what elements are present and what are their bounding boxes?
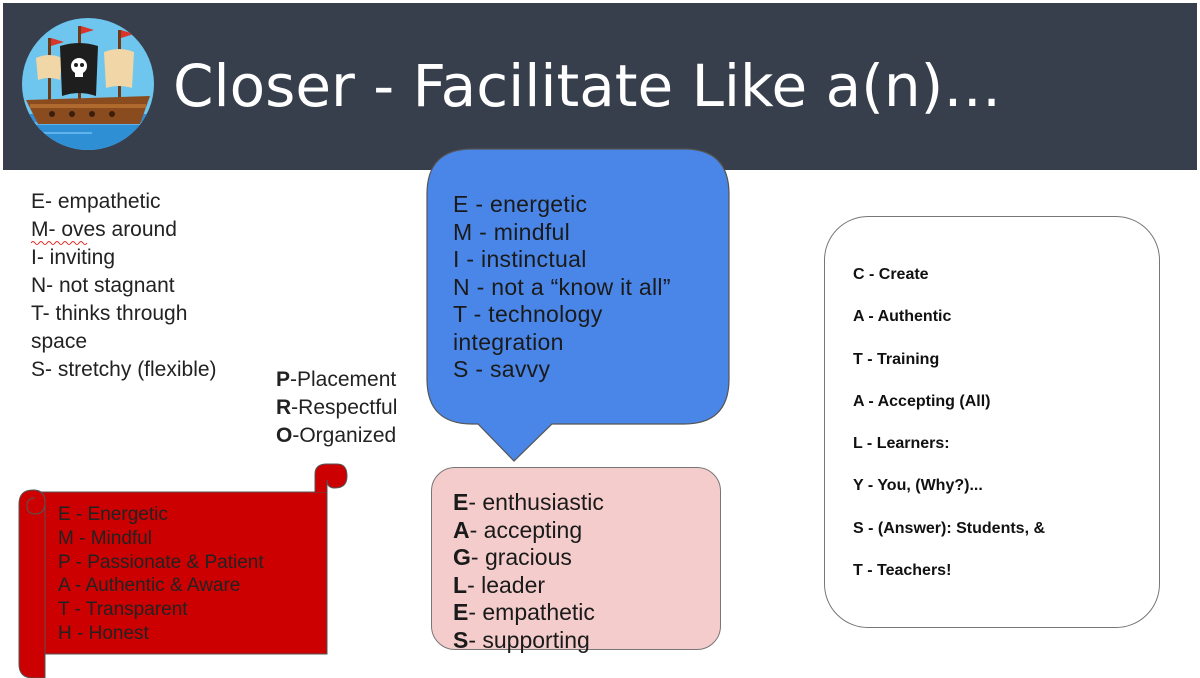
list-item: A - Authentic & Aware: [58, 575, 241, 597]
list-item: E - Energetic: [58, 504, 168, 525]
list-item: T - Transparent: [58, 599, 188, 621]
slide-title: Closer - Facilitate Like a(n)…: [173, 52, 1002, 120]
eagles-box: [431, 467, 721, 650]
speech-bubble-shape: [426, 148, 730, 462]
list-item: P-Placement: [276, 368, 397, 391]
energetic-list: E - energetic M - mindful I - instinctua…: [453, 191, 671, 384]
emit-list: E- empathetic M- oves around I- inviting…: [31, 188, 217, 384]
catalyst-list: C - Create A - Authentic T - Training A …: [853, 254, 1045, 592]
list-item: H - Honest: [58, 622, 149, 644]
list-item: M- oves around: [31, 218, 177, 241]
list-item: A- accepting: [453, 516, 583, 543]
pirate-ship-icon: [22, 18, 154, 150]
list-item: P - Passionate & Patient: [58, 551, 264, 573]
list-item: E- empathetic: [453, 599, 595, 625]
list-item: E- enthusiastic: [453, 489, 604, 515]
list-item: G- gracious: [453, 544, 572, 570]
pro-list: P-Placement R-Respectful O-Organized: [276, 366, 397, 450]
list-item: N- not stagnant: [31, 274, 175, 297]
header-bar: [3, 3, 1197, 170]
list-item: S- supporting: [453, 626, 590, 653]
list-item: L- leader: [453, 571, 546, 598]
list-item: C - Create: [853, 266, 929, 283]
catalyst-box: [824, 216, 1160, 628]
list-item: T - technology: [453, 301, 603, 327]
list-item: M - Mindful: [58, 527, 152, 549]
list-item: E- empathetic: [31, 190, 161, 213]
list-item: T - Teachers!: [853, 562, 952, 580]
empath-list: E - Energetic M - Mindful P - Passionate…: [58, 503, 264, 646]
list-item: R-Respectful: [276, 396, 398, 419]
list-item: M - mindful: [453, 218, 571, 245]
list-item: O-Organized: [276, 424, 397, 447]
list-item: A - Accepting (All): [853, 392, 991, 410]
eagles-list: E- enthusiastic A- accepting G- gracious…: [453, 489, 604, 654]
list-item: I- inviting: [31, 246, 116, 269]
list-item: E - energetic: [453, 191, 588, 217]
list-item: S - savvy: [453, 356, 551, 382]
list-item: space: [31, 330, 88, 353]
list-item: N - not a “know it all”: [453, 273, 671, 300]
list-item: T - Training: [853, 350, 940, 368]
list-item: A - Authentic: [853, 308, 952, 326]
list-item: S - (Answer): Students, &: [853, 519, 1046, 537]
spellcheck-underline: [31, 241, 88, 245]
list-item: L - Learners:: [853, 435, 950, 453]
scroll-shape: [18, 463, 348, 678]
list-item: T- thinks through: [31, 302, 188, 325]
list-item: S- stretchy (flexible): [31, 358, 217, 381]
list-item: integration: [453, 328, 564, 355]
list-item: I - instinctual: [453, 246, 587, 272]
list-item: Y - You, (Why?)...: [853, 477, 983, 495]
